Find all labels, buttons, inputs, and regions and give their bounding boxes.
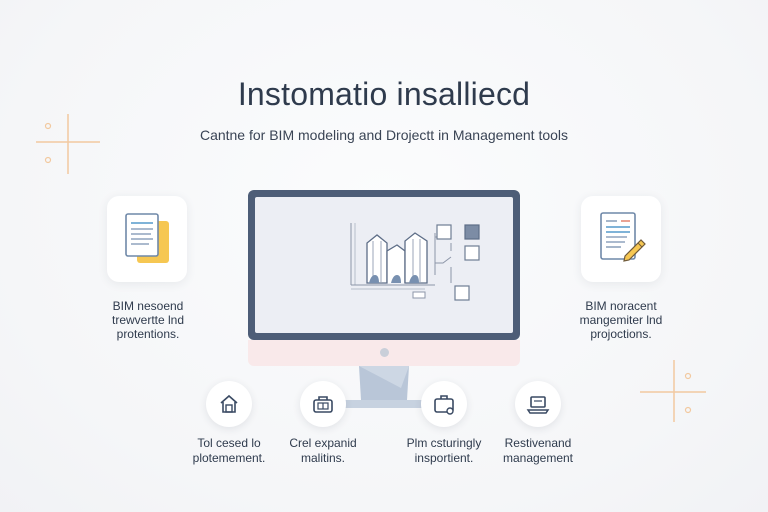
left-feature-line: protentions. xyxy=(116,327,180,341)
briefcase-icon xyxy=(434,395,454,415)
monitor-frame xyxy=(248,190,520,340)
document-stack-icon xyxy=(125,213,169,263)
tool-label-line: Crel expanid xyxy=(289,436,357,450)
tool-home[interactable] xyxy=(206,381,252,427)
tool-label-line: Restivenand xyxy=(504,436,572,450)
tool-label-line: management xyxy=(502,451,574,465)
left-feature-line: trewvertte lnd xyxy=(111,313,185,327)
tool-laptop-label: Restivenand management xyxy=(478,436,598,466)
tool-label-line: Tol cesed lo xyxy=(197,436,261,450)
right-feature-card xyxy=(581,196,661,282)
tool-toolbox[interactable] xyxy=(300,381,346,427)
tool-briefcase-label: Plm csturingly insportient. xyxy=(384,436,504,466)
monitor-stand xyxy=(335,366,433,408)
tool-label-line: Plm csturingly xyxy=(406,436,482,450)
right-feature-line: BIM noracent xyxy=(585,299,657,313)
left-feature-description: BIM nesoend trewvertte lnd protentions. xyxy=(73,299,223,341)
tool-laptop[interactable] xyxy=(515,381,561,427)
document-pencil-icon xyxy=(600,212,646,262)
power-button-icon xyxy=(380,348,389,357)
right-feature-description: BIM noracent mangemiter lnd projoctions. xyxy=(546,299,696,341)
laptop-icon xyxy=(526,396,550,414)
right-sparkle-icon xyxy=(640,360,706,422)
bim-building-diagram xyxy=(350,223,480,301)
tool-briefcase[interactable] xyxy=(421,381,467,427)
tool-toolbox-label: Crel expanid malitins. xyxy=(263,436,383,466)
left-feature-card xyxy=(107,196,187,282)
home-icon xyxy=(220,394,238,413)
monitor-screen xyxy=(255,197,513,333)
right-feature-line: mangemiter lnd xyxy=(579,313,663,327)
page-title: Instomatio insalliecd xyxy=(237,76,531,112)
right-feature-line: projoctions. xyxy=(590,327,652,341)
left-sparkle-icon xyxy=(36,114,100,174)
left-feature-line: BIM nesoend xyxy=(112,299,184,313)
tool-label-line: plotemement. xyxy=(192,451,266,465)
toolbox-icon xyxy=(313,396,333,413)
tool-label-line: insportient. xyxy=(414,451,474,465)
page-subtitle: Cantne for BIM modeling and Drojectt in … xyxy=(199,127,569,143)
tool-home-label: Tol cesed lo plotemement. xyxy=(169,436,289,466)
tool-label-line: malitins. xyxy=(300,451,345,465)
